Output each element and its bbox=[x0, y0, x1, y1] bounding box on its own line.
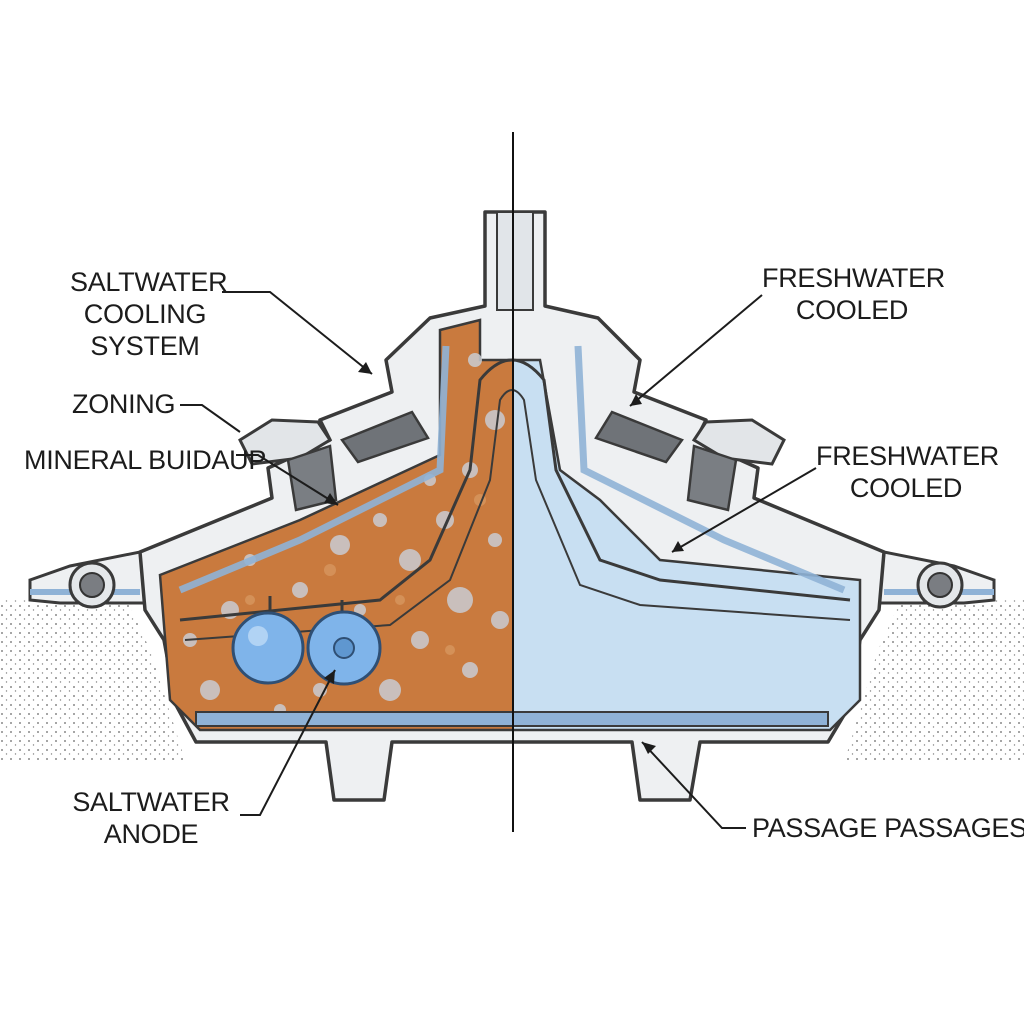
label-freshwater-cooled-mid: FRESHWATER COOLED bbox=[816, 441, 999, 503]
shaft-neck bbox=[496, 211, 534, 311]
label-mineral-buildup: MINERAL BUIDAUP bbox=[24, 445, 267, 475]
label-saltwater-cooling-system: SALTWATER COOLING SYSTEM bbox=[70, 267, 228, 361]
channel-outer-right bbox=[574, 345, 846, 594]
upper-pocket-right bbox=[594, 410, 684, 464]
bolt-right bbox=[916, 561, 964, 609]
channel-outer-left bbox=[178, 345, 450, 594]
leader-lines bbox=[180, 291, 817, 829]
freshwater-cavity bbox=[514, 358, 862, 732]
sand-left bbox=[0, 600, 185, 760]
bolt-left bbox=[68, 561, 116, 609]
anode-2 bbox=[306, 600, 382, 686]
sand-right bbox=[845, 600, 1024, 760]
anode-1 bbox=[231, 596, 305, 685]
label-freshwater-cooled-top: FRESHWATER COOLED bbox=[762, 263, 945, 325]
label-passage-passages: PASSAGE PASSAGES bbox=[752, 813, 1024, 843]
label-zoning: ZONING bbox=[72, 389, 176, 419]
lower-pocket-left bbox=[286, 444, 338, 512]
lower-pocket-right bbox=[686, 444, 738, 512]
label-saltwater-anode: SALTWATER ANODE bbox=[72, 787, 230, 849]
upper-pocket-left bbox=[340, 410, 430, 464]
leader-arrowheads bbox=[324, 362, 684, 754]
